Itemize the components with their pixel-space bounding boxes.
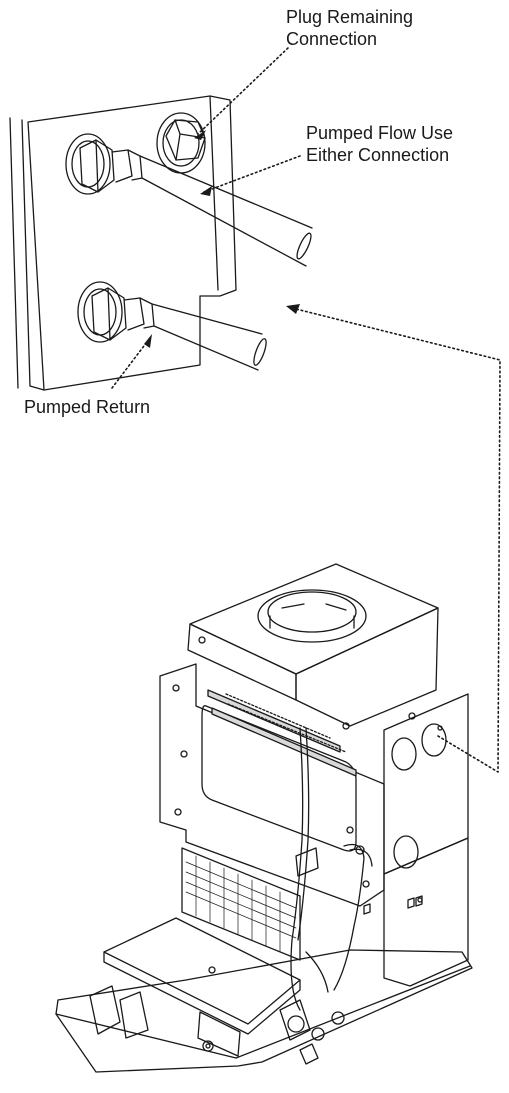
base-plate-edge-2 [235, 965, 471, 1059]
base-plate [55, 949, 473, 1073]
label-flow-line2: Either Connection [306, 145, 450, 165]
gas-valve-assembly [89, 985, 345, 1065]
knockout-holes [391, 723, 447, 903]
control-cover-edge [103, 951, 301, 1035]
burner-mesh [185, 855, 297, 953]
flue-hood-top [189, 563, 439, 675]
leader-flow [203, 155, 301, 193]
casing-side-panel [9, 117, 45, 391]
side-casing [383, 693, 469, 875]
return-pipe [151, 303, 267, 371]
arrowhead-plug [194, 130, 206, 140]
mounting-screws [172, 636, 416, 888]
label-flow-line1: Pumped Flow Use [306, 123, 454, 143]
side-tabs [363, 895, 423, 915]
flue-outlet-ring [257, 589, 367, 643]
leader-return [111, 337, 151, 389]
arrowheads [144, 130, 300, 348]
leader-plug [197, 47, 289, 135]
side-casing-front [383, 837, 469, 987]
burner-housing [181, 847, 301, 961]
plugged-connection [156, 112, 206, 174]
rear-panel [27, 95, 237, 391]
flue-hood-side [295, 607, 439, 727]
cover-screw [208, 966, 216, 974]
flow-pipe [139, 155, 313, 267]
label-pumped-return: Pumped Return [24, 396, 150, 418]
flow-fitting [65, 133, 143, 195]
arrowhead-return [144, 334, 152, 348]
label-pumped-flow: Pumped Flow Use Either Connection [306, 122, 453, 166]
detail-view [9, 95, 313, 391]
control-cover [103, 917, 301, 1025]
label-plug-line1: Plug Remaining [286, 7, 414, 27]
leader-lines [111, 47, 501, 773]
heat-exchanger-fins [207, 689, 357, 777]
arrowhead-detail [286, 304, 300, 314]
rear-panel-edge [209, 95, 219, 291]
label-return-line1: Pumped Return [24, 397, 151, 417]
boiler-assembly [55, 563, 473, 1073]
leader-detail [291, 307, 501, 773]
chamber-front-panel [159, 663, 385, 907]
arrowhead-flow [200, 186, 212, 196]
flue-hood-front [187, 623, 297, 701]
wiring-harness [290, 727, 373, 1011]
return-fitting [77, 281, 155, 343]
label-plug-line2: Connection [286, 29, 378, 49]
label-plug-remaining-connection: Plug Remaining Connection [286, 6, 413, 50]
inspection-window [201, 705, 357, 852]
